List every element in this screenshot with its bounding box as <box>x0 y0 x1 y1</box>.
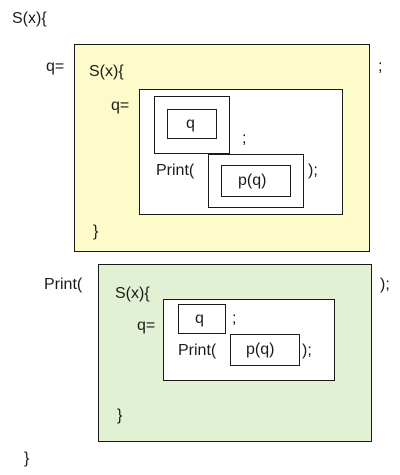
yellow-q-inner-box: q <box>167 109 217 139</box>
yellow-q-outer-box: q <box>154 96 230 154</box>
yellow-panel-assign-label: q= <box>111 97 130 114</box>
yellow-print-label: Print( <box>156 162 195 179</box>
green-print-close: ); <box>302 342 312 359</box>
green-inner-open: S(x){ <box>115 285 150 302</box>
yellow-assign-label: q= <box>46 58 65 75</box>
yellow-white-panel: q ; Print( p(q) ); <box>139 89 343 215</box>
outer-open-text: S(x){ <box>12 10 47 27</box>
outer-close-text: } <box>24 450 30 467</box>
yellow-pq-text: p(q) <box>238 172 267 189</box>
green-print-label-inner: Print( <box>178 342 217 359</box>
yellow-pq-outer-box: p(q) <box>208 154 304 208</box>
green-q-text: q <box>195 310 204 327</box>
green-semicolon: ; <box>232 310 237 327</box>
yellow-semicolon: ; <box>242 130 247 147</box>
yellow-block: S(x){ q= } q ; Print( p(q) ); <box>74 44 370 252</box>
green-q-box: q <box>178 304 226 334</box>
yellow-q-text: q <box>186 115 195 132</box>
green-print-label: Print( <box>44 276 83 293</box>
green-pq-text: p(q) <box>246 341 275 358</box>
green-block: S(x){ q= } q ; Print( p(q) ); <box>98 264 372 442</box>
yellow-print-close: ); <box>308 162 318 179</box>
green-trailing-close: ); <box>380 276 390 293</box>
green-white-panel: q ; Print( p(q) ); <box>163 299 335 381</box>
green-inner-close: } <box>117 407 123 424</box>
yellow-inner-open: S(x){ <box>89 63 124 80</box>
yellow-pq-inner-box: p(q) <box>221 165 291 197</box>
yellow-trailing-semicolon: ; <box>378 58 383 75</box>
green-panel-assign-label: q= <box>137 317 156 334</box>
yellow-inner-close: } <box>93 223 99 240</box>
green-pq-box: p(q) <box>230 334 300 366</box>
